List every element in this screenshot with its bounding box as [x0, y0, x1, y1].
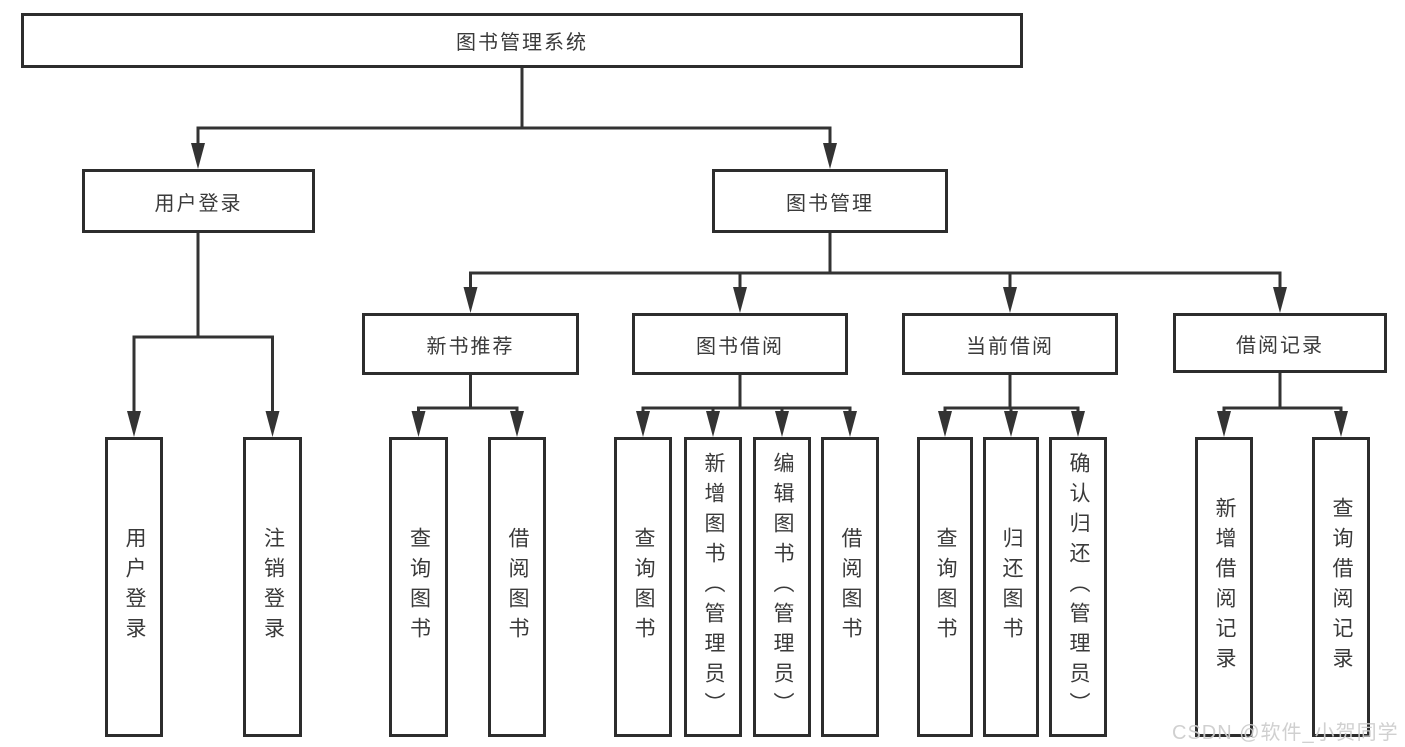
arrow-down-icon: [127, 411, 141, 437]
connector-book-management-children: [463, 233, 1287, 313]
node-label: 图书管理: [786, 192, 874, 215]
node-label: 用户登录: [123, 527, 146, 647]
node-borrow-borrow-books: 借阅图书: [821, 437, 879, 737]
node-records-add-record: 新增借阅记录: [1195, 437, 1253, 737]
arrow-down-icon: [1004, 411, 1018, 437]
node-book-management: 图书管理: [712, 169, 948, 233]
node-book-borrowing: 图书借阅: [632, 313, 848, 375]
arrow-down-icon: [1273, 287, 1287, 313]
node-current-return-books: 归还图书: [983, 437, 1039, 737]
node-label: 当前借阅: [966, 335, 1054, 358]
arrow-down-icon: [265, 411, 280, 437]
connector-borrow-records-children: [1217, 373, 1348, 437]
node-library-management-system: 图书管理系统: [21, 13, 1023, 68]
node-label: 查询借阅记录: [1330, 497, 1353, 677]
node-records-query-record: 查询借阅记录: [1312, 437, 1370, 737]
node-label: 新增图书（管理员）: [702, 452, 725, 722]
arrow-down-icon: [1071, 411, 1085, 437]
node-label: 用户登录: [154, 192, 243, 215]
arrow-down-icon: [411, 411, 426, 437]
arrow-down-icon: [733, 287, 747, 313]
arrow-down-icon: [775, 411, 789, 437]
node-label: 确认归还（管理员）: [1067, 452, 1090, 722]
connector-root-to-level2: [191, 68, 837, 169]
node-borrow-query-books: 查询图书: [614, 437, 672, 737]
node-label: 查询图书: [934, 527, 957, 647]
node-borrowing-records: 借阅记录: [1173, 313, 1387, 373]
node-label: 编辑图书（管理员）: [771, 452, 794, 722]
node-label: 借阅记录: [1236, 334, 1324, 357]
node-current-borrowing: 当前借阅: [902, 313, 1118, 375]
arrow-down-icon: [1003, 287, 1017, 313]
node-label: 新增借阅记录: [1213, 497, 1236, 677]
arrow-down-icon: [706, 411, 720, 437]
node-label: 归还图书: [1000, 527, 1023, 647]
arrow-down-icon: [510, 411, 524, 437]
connector-new-book-children: [411, 374, 524, 437]
arrow-down-icon: [1334, 411, 1348, 437]
node-borrow-edit-books-admin: 编辑图书（管理员）: [753, 437, 811, 737]
node-label: 借阅图书: [506, 527, 529, 647]
node-label: 图书借阅: [696, 335, 784, 358]
node-user-login-action: 用户登录: [105, 437, 163, 737]
arrow-down-icon: [463, 287, 478, 313]
arrow-down-icon: [843, 411, 857, 437]
node-logout-action: 注销登录: [243, 437, 302, 737]
node-user-login: 用户登录: [82, 169, 315, 233]
csdn-watermark: CSDN @软件_小贺同学: [1172, 722, 1399, 744]
connector-user-login-children: [127, 233, 280, 437]
node-label: 查询图书: [407, 527, 431, 647]
arrow-down-icon: [636, 411, 650, 437]
node-recommend-borrow-books: 借阅图书: [488, 437, 546, 737]
node-recommend-query-books: 查询图书: [389, 437, 448, 737]
arrow-down-icon: [1217, 411, 1231, 437]
node-current-query-books: 查询图书: [917, 437, 973, 737]
node-new-book-recommendation: 新书推荐: [362, 313, 579, 375]
node-label: 借阅图书: [839, 527, 862, 647]
node-label: 注销登录: [261, 527, 285, 647]
arrow-down-icon: [191, 143, 205, 169]
node-label: 查询图书: [632, 527, 655, 647]
node-current-confirm-return-admin: 确认归还（管理员）: [1049, 437, 1107, 737]
node-label: 图书管理系统: [456, 32, 588, 54]
node-borrow-add-books-admin: 新增图书（管理员）: [684, 437, 742, 737]
node-label: 新书推荐: [426, 335, 515, 358]
connector-current-borrow-children: [938, 374, 1085, 437]
arrow-down-icon: [938, 411, 952, 437]
arrow-down-icon: [823, 143, 837, 169]
connector-book-borrow-children: [636, 374, 857, 437]
